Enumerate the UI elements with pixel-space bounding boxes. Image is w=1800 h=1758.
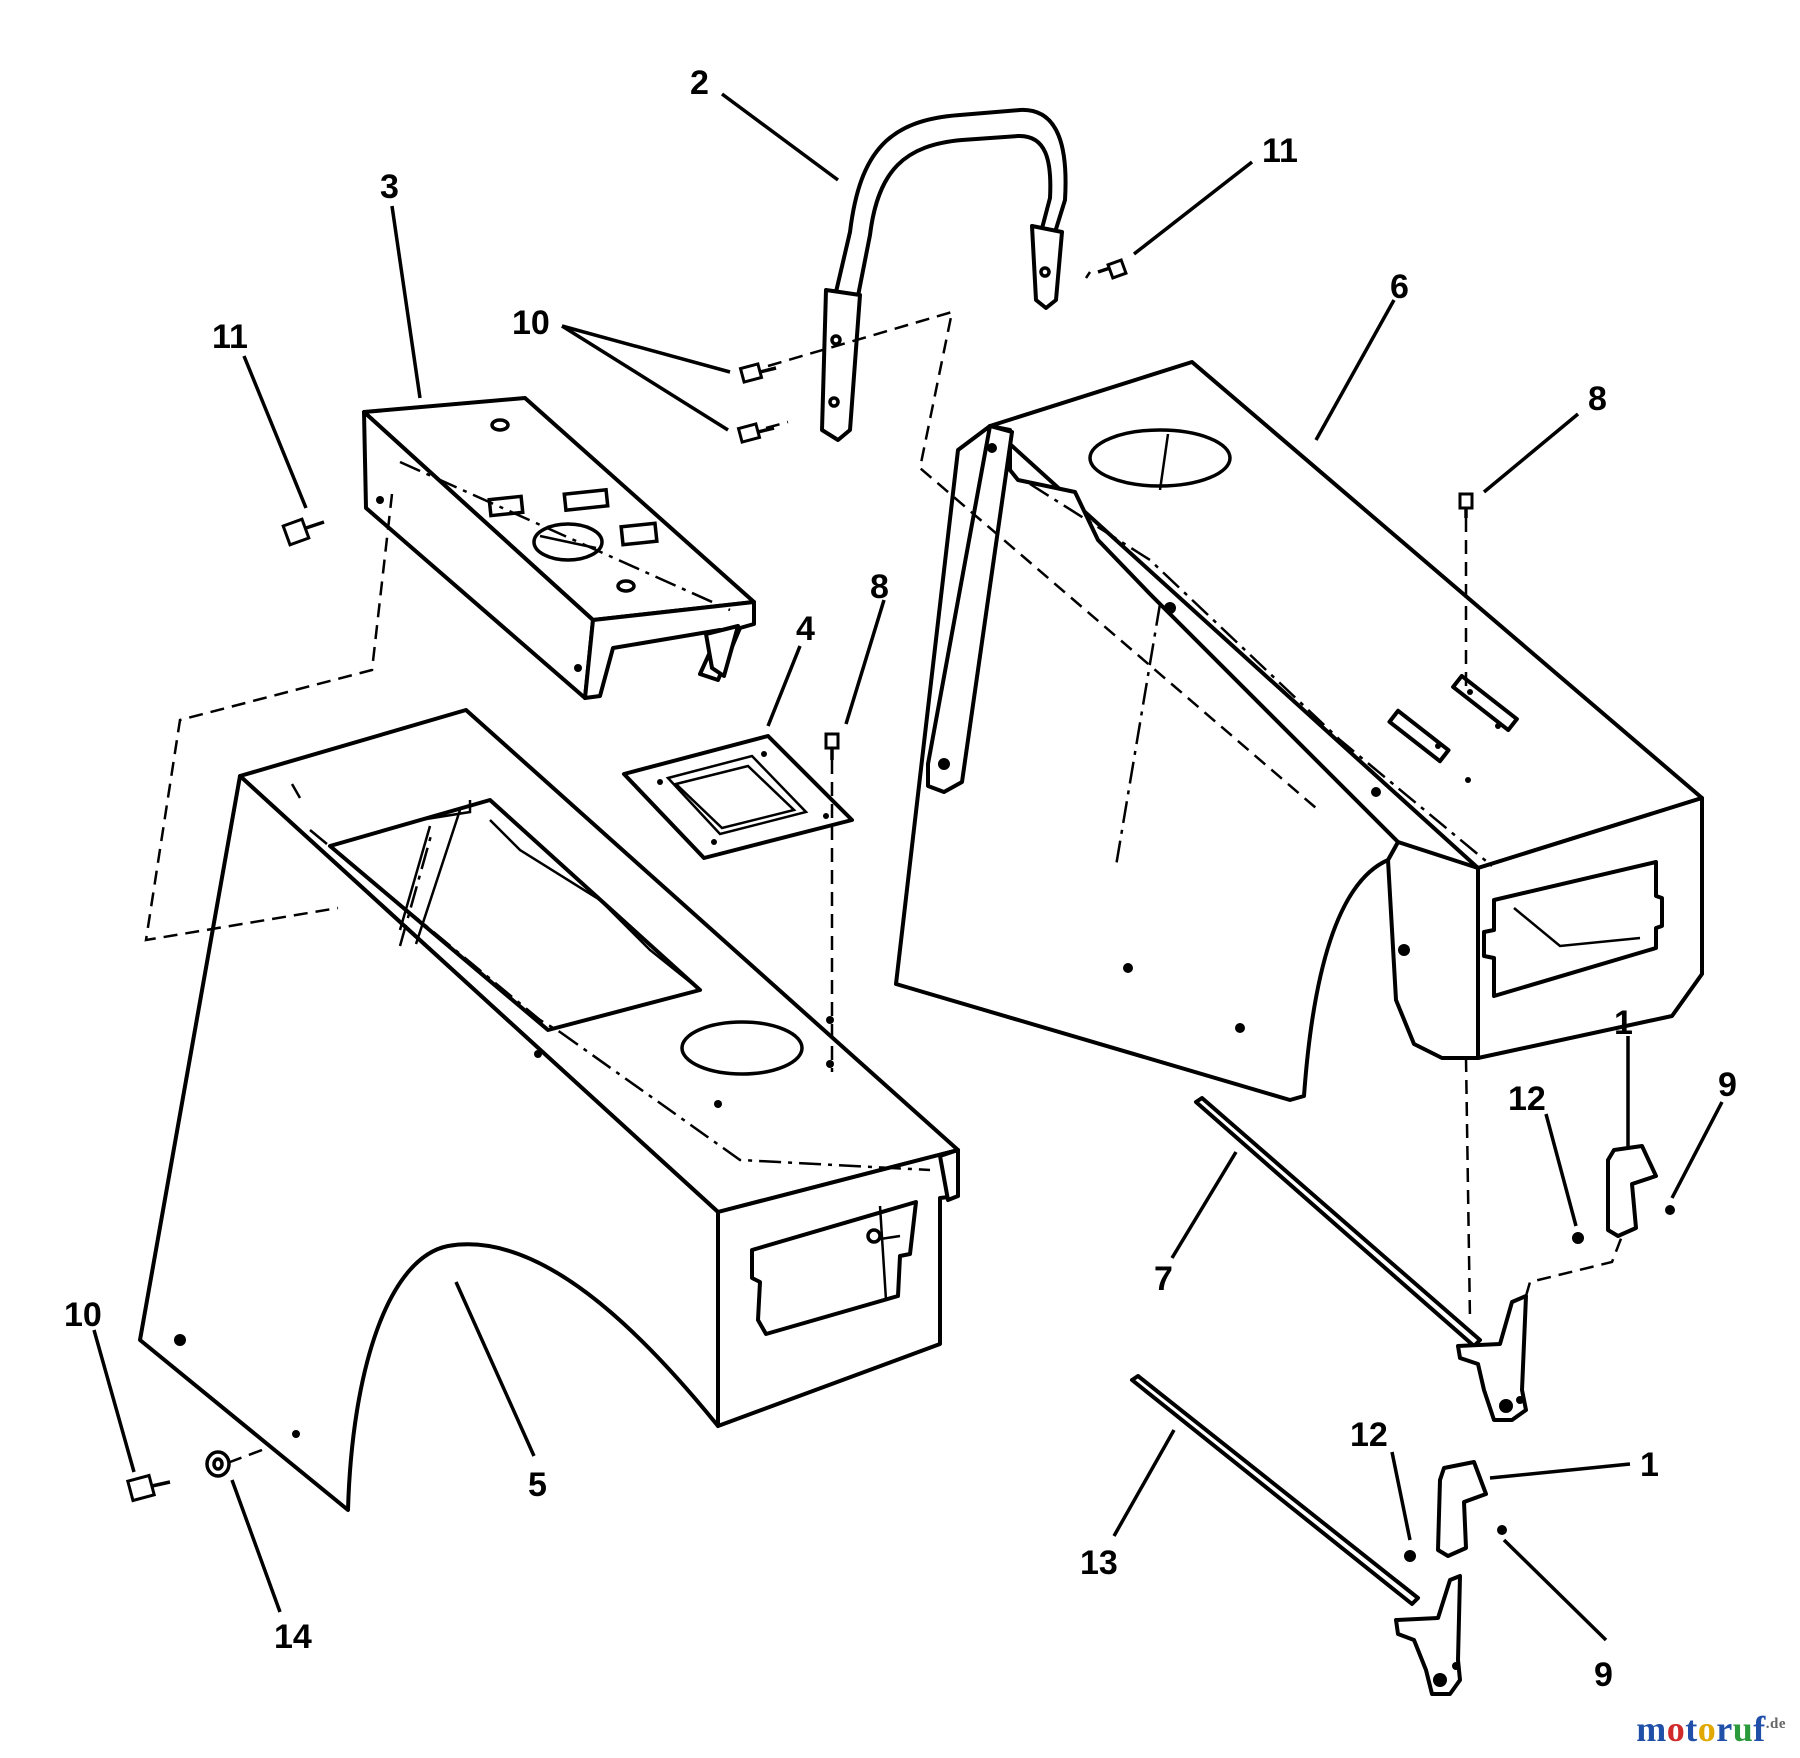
callout-4: 4 — [796, 610, 815, 648]
callout-9-upper: 9 — [1718, 1066, 1737, 1104]
callout-10-lower: 10 — [64, 1296, 102, 1334]
callout-10-upper: 10 — [512, 304, 550, 342]
right-fender-part — [894, 360, 1704, 1102]
callout-9-lower: 9 — [1594, 1656, 1613, 1694]
watermark-letter: u — [1732, 1709, 1754, 1749]
lever-knob-upper-part — [1572, 1144, 1675, 1244]
callout-1-lower: 1 — [1640, 1446, 1659, 1484]
callout-6: 6 — [1390, 268, 1409, 306]
callout-14: 14 — [274, 1618, 312, 1656]
watermark-letter: o — [1697, 1709, 1717, 1749]
callout-11-right: 11 — [1262, 132, 1298, 170]
lift-rod-part — [1194, 1096, 1482, 1348]
callout-12-lower: 12 — [1350, 1416, 1388, 1454]
lever-bracket-upper-part — [1456, 1294, 1528, 1422]
callout-8-center: 8 — [870, 568, 889, 606]
watermark-letter: o — [1666, 1709, 1686, 1749]
callout-13: 13 — [1080, 1544, 1118, 1582]
callout-11-left: 11 — [212, 318, 248, 356]
watermark-letter: r — [1716, 1709, 1733, 1749]
callout-5: 5 — [528, 1466, 547, 1504]
callout-7: 7 — [1154, 1260, 1173, 1298]
motoruf-watermark: motoruf.de — [1636, 1708, 1786, 1750]
callout-leaders — [92, 92, 1724, 1642]
watermark-letter: t — [1685, 1709, 1698, 1749]
gasket-plate-part — [622, 734, 854, 860]
left-fender-part — [138, 708, 960, 1512]
callout-8-right: 8 — [1588, 380, 1607, 418]
linkage-rod-part — [1130, 1374, 1420, 1606]
watermark-tld: .de — [1765, 1716, 1786, 1732]
watermark-letter: f — [1753, 1709, 1766, 1749]
callout-labels: 2 3 11 11 10 6 8 8 4 1 9 12 7 10 5 14 13… — [64, 64, 1737, 1694]
handle-bar-part — [820, 107, 1068, 442]
lever-knob-lower-part — [1404, 1460, 1507, 1562]
callout-12-upper: 12 — [1508, 1080, 1546, 1118]
bolt-hardware — [125, 258, 1624, 1503]
callout-1-upper: 1 — [1614, 1004, 1633, 1042]
callout-2: 2 — [690, 64, 709, 102]
watermark-letter: m — [1636, 1709, 1667, 1749]
dash-panel-part — [362, 396, 756, 700]
callout-3: 3 — [380, 168, 399, 206]
lever-bracket-lower-part — [1394, 1574, 1462, 1696]
